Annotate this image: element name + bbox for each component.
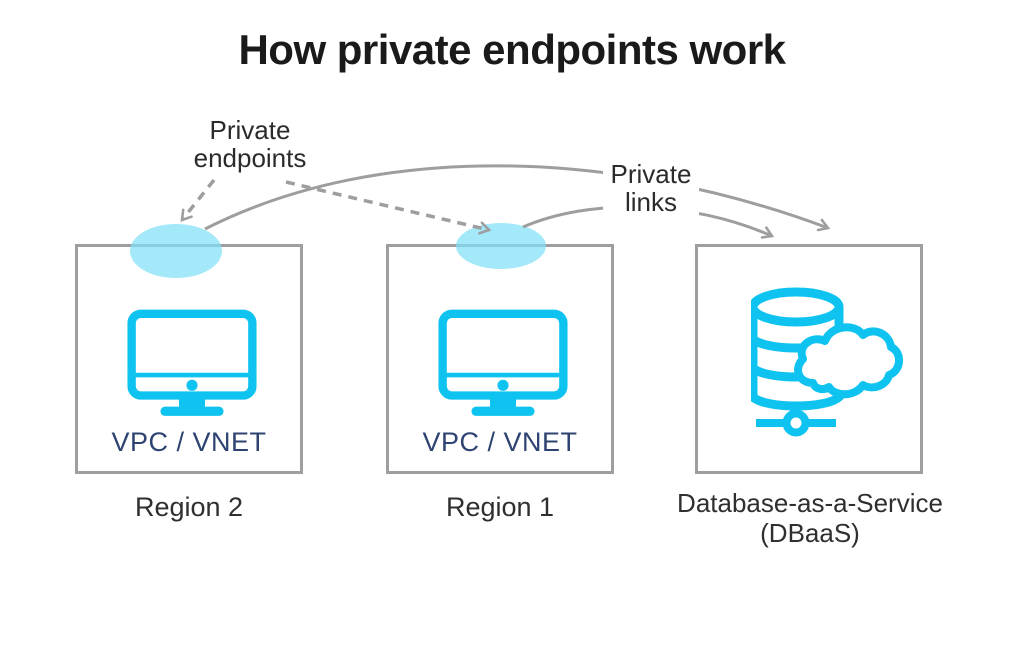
dbaas-box: [695, 244, 923, 474]
private-endpoint-pointer-region1: [285, 180, 492, 235]
private-link-arrow-region2: [204, 164, 831, 232]
region-2-caption: Region 2: [134, 492, 244, 522]
database-cloud-icon: [751, 287, 903, 437]
private-links-label: Private links: [603, 160, 699, 216]
region-2-box: VPC / VNET: [75, 244, 303, 474]
private-endpoints-label: Private endpoints: [193, 115, 307, 173]
dbaas-caption: Database-as-a-Service (DBaaS): [677, 488, 943, 548]
vpc-vnet-label: VPC / VNET: [422, 427, 578, 457]
region-1-caption: Region 1: [445, 492, 555, 522]
private-endpoint-pointer-region2: [180, 178, 216, 222]
monitor-icon: [127, 309, 257, 416]
region-1-box: VPC / VNET: [386, 244, 614, 474]
page-title: How private endpoints work: [238, 26, 786, 73]
vpc-vnet-label: VPC / VNET: [111, 427, 267, 457]
monitor-icon: [438, 309, 568, 416]
